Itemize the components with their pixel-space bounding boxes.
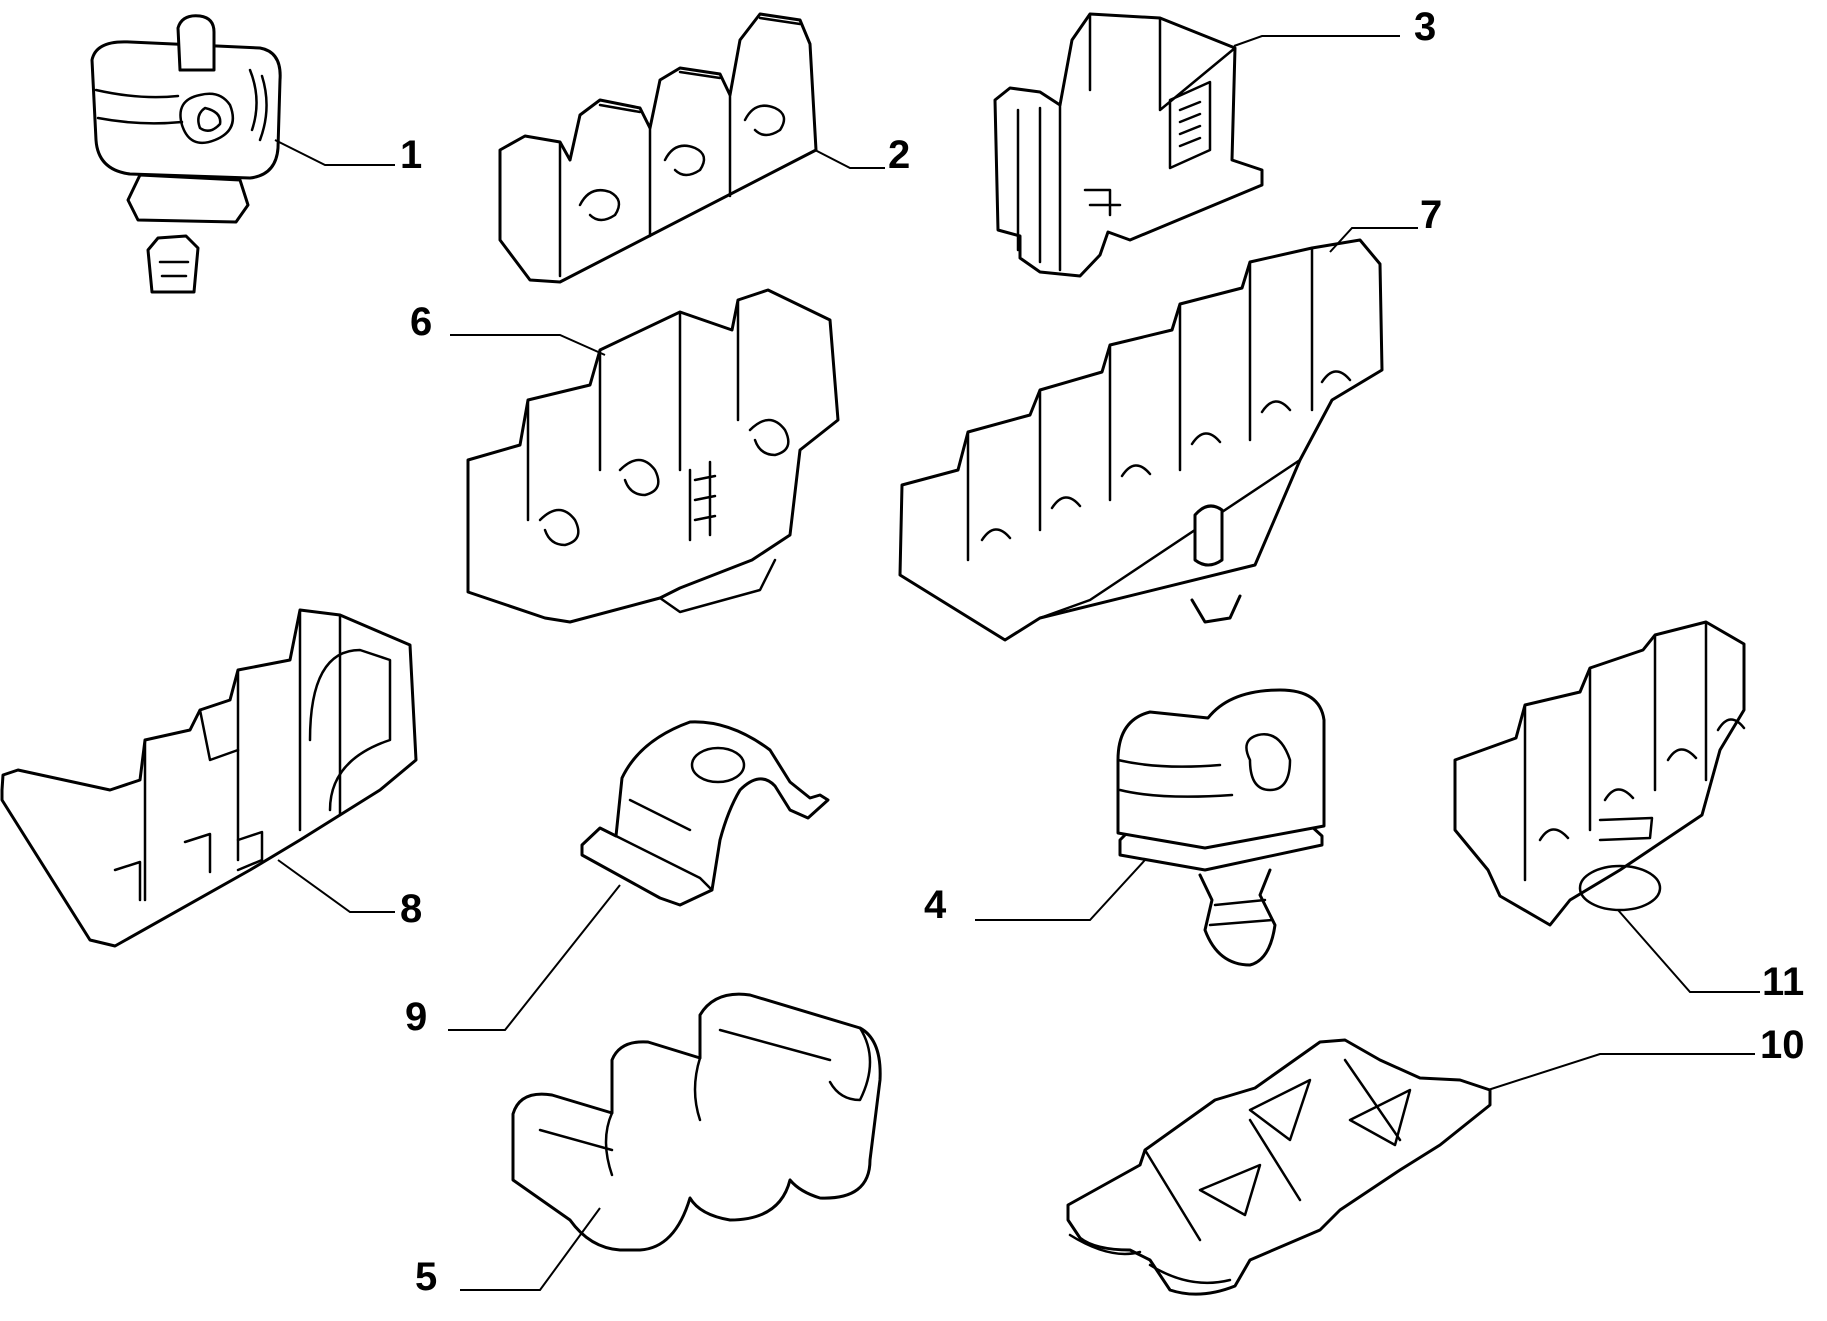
- part-11-drawing: [1453, 620, 1746, 927]
- callout-2: 2: [888, 133, 910, 177]
- leader-3: [1233, 35, 1400, 47]
- leader-10: [1487, 1053, 1755, 1091]
- leader-1: [274, 139, 395, 166]
- part-10-drawing: [1066, 1038, 1492, 1296]
- leader-9: [448, 884, 621, 1031]
- callout-9: 9: [405, 995, 427, 1039]
- leader-4: [975, 859, 1146, 921]
- callout-1: 1: [400, 133, 422, 177]
- callout-8: 8: [400, 887, 422, 931]
- leader-8: [277, 859, 395, 913]
- callout-7: 7: [1420, 193, 1442, 237]
- part-8-drawing: [0, 608, 418, 948]
- part-9-drawing: [580, 720, 830, 907]
- part-7-drawing: [898, 238, 1384, 642]
- callout-3: 3: [1414, 5, 1436, 49]
- part-4-drawing: [1116, 688, 1326, 967]
- callout-5: 5: [415, 1255, 437, 1299]
- callout-10: 10: [1760, 1023, 1805, 1067]
- part-5-drawing: [511, 992, 882, 1252]
- callout-4: 4: [924, 883, 947, 927]
- callout-11: 11: [1762, 960, 1804, 1004]
- callout-6: 6: [410, 300, 432, 344]
- leader-2: [814, 149, 885, 169]
- leader-11: [1617, 909, 1760, 993]
- leader-7: [1329, 227, 1418, 253]
- part-2-drawing: [498, 12, 818, 284]
- part-6-drawing: [466, 288, 840, 624]
- leader-5: [460, 1207, 601, 1291]
- part-3-drawing: [993, 12, 1264, 278]
- leader-6: [450, 334, 606, 356]
- part-1-drawing: [90, 14, 282, 294]
